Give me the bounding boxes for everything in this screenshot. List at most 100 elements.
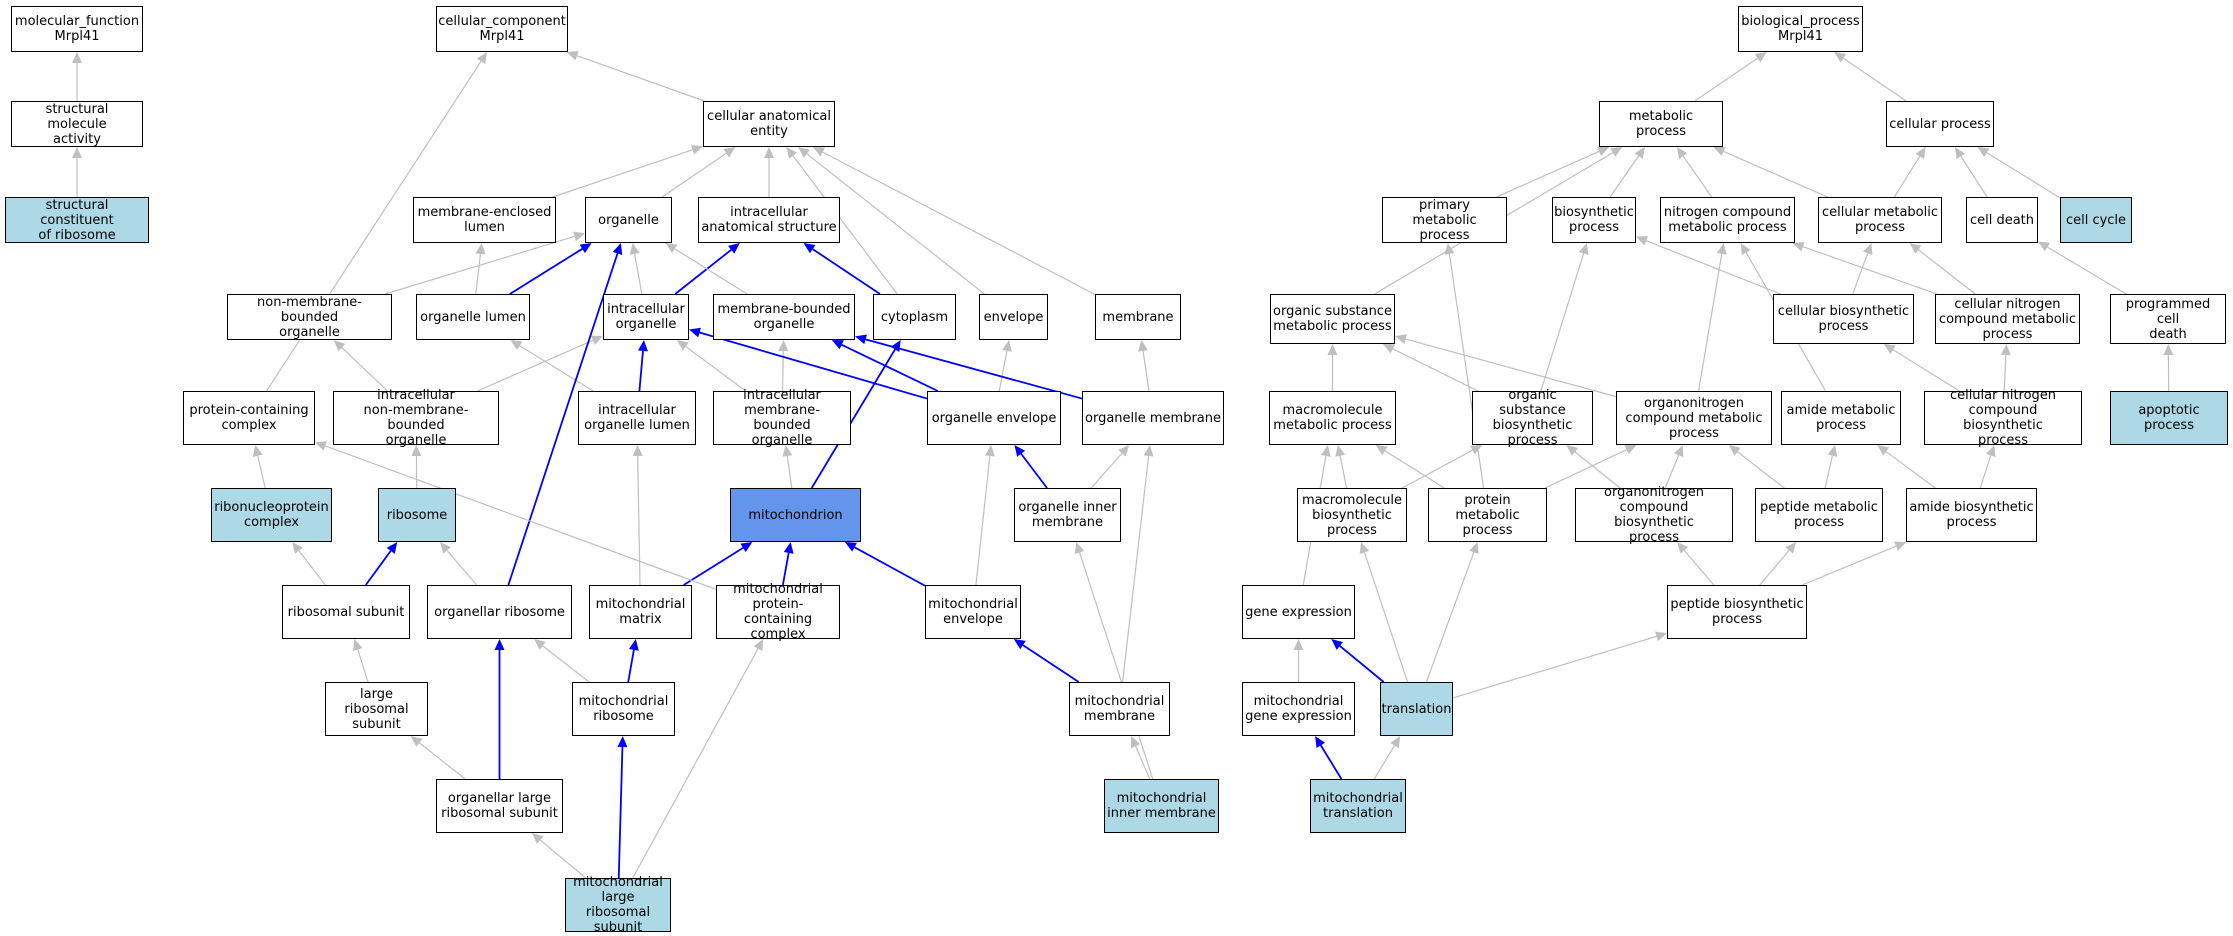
arrowhead-omem-to-mem	[1138, 340, 1148, 352]
edge-oncbp-to-osbp	[1574, 451, 1621, 489]
edge-mbp-to-osbp	[1401, 449, 1473, 489]
term-node-pcd: programmed cell death	[2110, 294, 2226, 344]
arrowhead-pmet-to-amp	[1827, 445, 1838, 457]
arrowhead-menv-to-oenv	[984, 445, 995, 457]
arrowhead-inmbo-to-nmbo	[333, 340, 346, 352]
term-node-mlrsu: mitochondrial large ribosomal subunit	[565, 875, 671, 935]
edge-cp-to-bp	[1843, 57, 1907, 102]
edge-io-to-org	[634, 253, 643, 295]
arrowhead-mbo-to-org	[665, 243, 678, 254]
term-node-inmbo: intracellular non-membrane-bounded organ…	[333, 388, 499, 448]
arrowhead-oncmp-to-ncmp	[1716, 243, 1727, 255]
arrowhead-prmp-to-oncmp	[1624, 445, 1637, 455]
edge-prmp-to-oncmp	[1544, 449, 1627, 489]
arrowhead-olrsu-to-lrsu	[410, 736, 423, 747]
edge-omem-to-mem	[1142, 350, 1150, 392]
edge-inmbo-to-io	[477, 339, 594, 392]
edge-oenv-to-io	[699, 331, 928, 400]
arrowhead-cncbp-to-cbp	[1883, 344, 1896, 355]
arrowhead-oncbp-to-oncmp	[1674, 445, 1684, 458]
edge-mtrans-to-trans	[1373, 745, 1396, 780]
term-node-mrib: mitochondrial ribosome	[572, 682, 675, 736]
edge-inmbo-to-nmbo	[341, 347, 388, 392]
term-node-mmem: mitochondrial membrane	[1069, 682, 1170, 736]
arrowhead-ias-to-cae	[764, 147, 774, 158]
edge-mbo-to-org	[674, 248, 748, 295]
term-node-ribo: ribosome	[378, 488, 456, 542]
term-node-mem: membrane	[1095, 294, 1181, 340]
arrowhead-pcc-to-cc	[476, 52, 488, 64]
arrowhead-mmp-to-osmp	[1327, 344, 1338, 355]
term-node-bsp: biosynthetic process	[1552, 197, 1636, 243]
arrowhead-mbp-to-osbp	[1470, 445, 1483, 455]
arrowhead-orib-to-ribo	[439, 542, 451, 554]
edge-orib-to-org	[507, 253, 619, 586]
edge-env-to-cae	[806, 153, 985, 295]
edge-mim-to-oim	[1079, 552, 1154, 780]
edge-mrib-to-orib	[542, 645, 590, 683]
term-node-scr: structural constituent of ribosome	[5, 197, 149, 243]
term-node-ncmp: nitrogen compound metabolic process	[1660, 197, 1795, 243]
edge-oncmp-to-osmp	[1405, 338, 1617, 398]
edge-cncmp-to-ncmp	[1802, 246, 1937, 295]
edge-mem-to-cae	[822, 151, 1096, 296]
term-node-mel: membrane-enclosed lumen	[413, 197, 556, 243]
edge-rsu-to-rnp	[298, 550, 326, 586]
term-node-ge: gene expression	[1242, 585, 1355, 639]
arrowhead-cncbp-to-cncmp	[2000, 344, 2011, 356]
edge-cncbp-to-cbp	[1892, 349, 1960, 392]
edge-cbp-to-cmp	[1852, 253, 1869, 295]
edge-lrsu-to-rsu	[357, 649, 369, 683]
term-node-cd: cell death	[1966, 197, 2038, 243]
term-node-mbp: macromolecule biosynthetic process	[1297, 488, 1407, 542]
arrowhead-oenv-to-io	[689, 327, 701, 338]
arrowhead-cd-to-cp	[1954, 147, 1966, 159]
arrowhead-met-to-bp	[1754, 52, 1767, 63]
term-node-cncbp: cellular nitrogen compound biosynthetic …	[1924, 388, 2082, 448]
arrowhead-io-to-org	[629, 243, 640, 255]
arrowhead-pbp-to-oncbp	[1677, 542, 1689, 554]
edge-mmem-to-omem	[1122, 455, 1150, 683]
edge-menv-to-oenv	[975, 455, 991, 586]
arrowhead-pbp-to-abp	[1894, 541, 1907, 551]
edge-oim-to-oenv	[1020, 453, 1048, 489]
term-node-prmp: protein metabolic process	[1428, 488, 1547, 542]
arrowhead-osmp-to-met	[1610, 147, 1623, 157]
arrowhead-osbp-to-osmp	[1383, 344, 1396, 354]
edge-rnp-to-pcc	[257, 455, 266, 489]
edge-cmp-to-cp	[1893, 156, 1921, 198]
edge-oim-to-omem	[1090, 452, 1123, 489]
term-node-oncbp: organonitrogen compound biosynthetic pro…	[1575, 485, 1733, 545]
edge-ncmp-to-met	[1682, 155, 1713, 198]
term-node-osmp: organic substance metabolic process	[1270, 294, 1395, 344]
term-node-cmp: cellular metabolic process	[1818, 197, 1942, 243]
edge-mpcc-to-pcc	[325, 445, 717, 590]
arrowhead-mlrsu-to-olrsu	[531, 833, 544, 844]
arrowhead-cyto-to-cae	[786, 147, 797, 159]
term-node-lrsu: large ribosomal subunit	[325, 682, 428, 736]
edge-abp-to-cncbp	[1979, 455, 1992, 489]
edge-trans-to-mbp	[1363, 552, 1409, 683]
arrowhead-pcd-to-cd	[2038, 241, 2051, 252]
arrowhead-prmp-to-pmp	[1444, 243, 1455, 255]
arrowhead-abp-to-cncbp	[1986, 445, 1996, 458]
edge-menv-to-mito	[854, 546, 926, 587]
term-node-pcc: protein-containing complex	[183, 391, 315, 445]
arrowhead-orib-to-org	[612, 243, 623, 256]
arrowhead-cncmp-to-ncmp	[1792, 241, 1805, 252]
arrowhead-ge-to-mmp	[1320, 445, 1331, 457]
term-node-olum: organelle lumen	[416, 294, 530, 340]
arrowhead-amp-to-ncmp	[1740, 243, 1751, 256]
arrowhead-olrsu-to-orib	[494, 639, 505, 650]
edge-oncmp-to-ncmp	[1697, 253, 1723, 392]
edge-iol-to-io	[638, 350, 644, 392]
arrowhead-trans-to-pbp	[1655, 631, 1667, 642]
edge-orib-to-ribo	[446, 549, 477, 586]
edge-pbp-to-pmet	[1759, 550, 1790, 586]
arrowhead-trans-to-ge	[1331, 639, 1344, 650]
term-node-sma: structural molecule activity	[11, 101, 143, 147]
term-node-mtrans: mitochondrial translation	[1310, 779, 1406, 833]
arrowhead-nmbo-to-org	[573, 231, 585, 242]
